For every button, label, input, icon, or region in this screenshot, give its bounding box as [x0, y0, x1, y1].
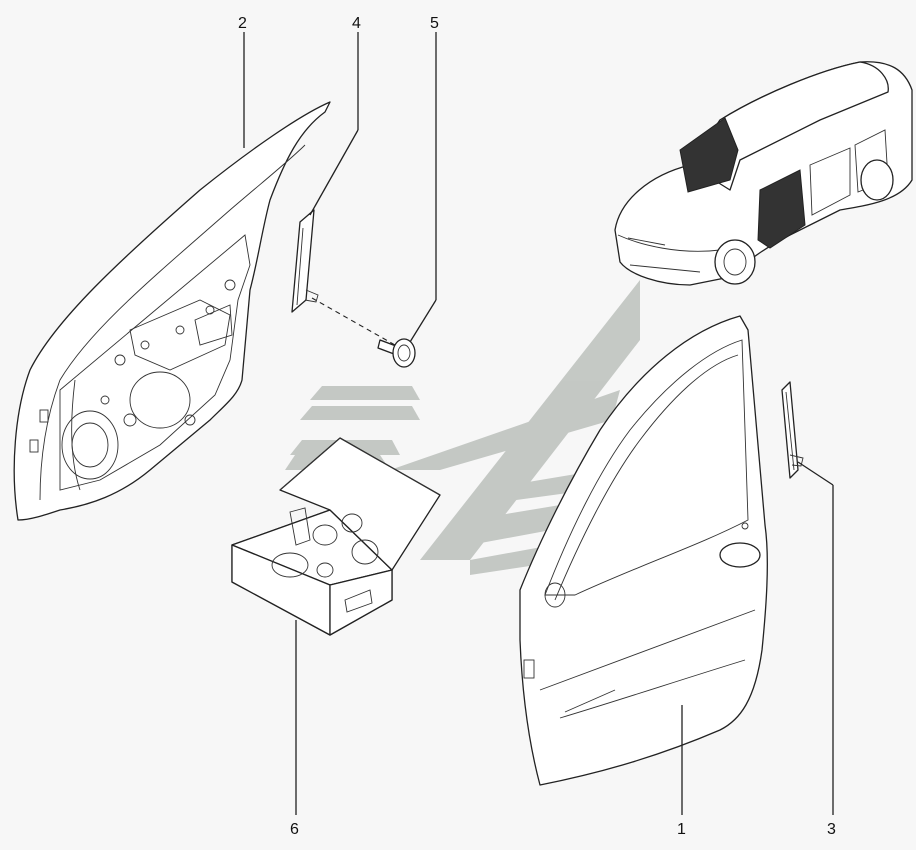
callout-label-2: 2 [238, 15, 247, 32]
callout-label-4: 4 [352, 15, 361, 32]
window-guide-rail-4 [291, 209, 319, 313]
callout-label-6: 6 [290, 821, 299, 838]
car-illustration [614, 61, 913, 286]
outer-door-1 [519, 315, 768, 786]
assembly-dashed-line [311, 297, 396, 346]
seal-strip-3 [781, 381, 804, 479]
leader-lines [243, 32, 834, 815]
repair-kit-box-6 [231, 437, 441, 636]
callout-label-5: 5 [430, 15, 439, 32]
callout-label-1: 1 [677, 821, 686, 838]
bolt-5 [377, 338, 416, 368]
inner-door-frame [13, 101, 331, 521]
callout-label-3: 3 [827, 821, 836, 838]
